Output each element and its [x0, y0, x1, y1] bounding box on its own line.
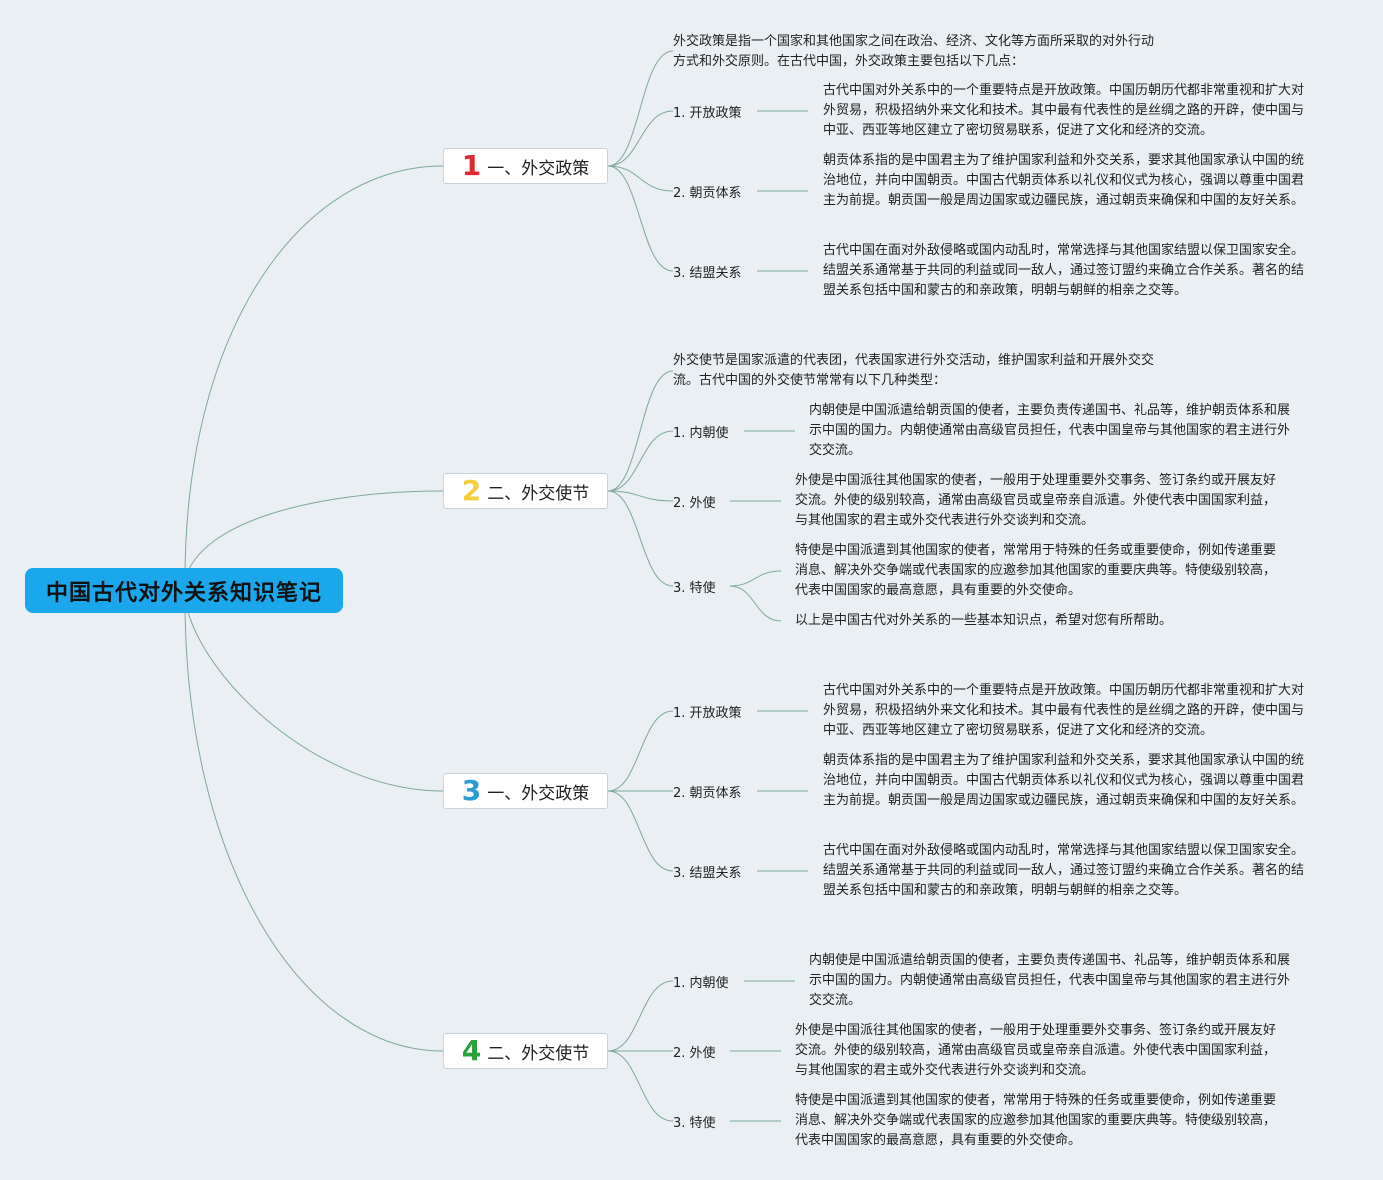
topic-3-item-3-text[interactable]: 古代中国在面对外敌侵略或国内动乱时，常常选择与其他国家结盟以保卫国家安全。结盟关…: [823, 843, 1305, 898]
topic-4-item-3-text[interactable]: 特使是中国派遣到其他国家的使者，常常用于特殊的任务或重要使命，例如传递重要消息、…: [795, 1093, 1277, 1148]
topic-1-intro[interactable]: 外交政策是指一个国家和其他国家之间在政治、经济、文化等方面所采取的对外行动方式和…: [673, 34, 1155, 69]
topic-number-badge: 3: [461, 774, 482, 807]
topic-4-item-1-label[interactable]: 1. 内朝使: [673, 976, 729, 991]
topic-title: 二、外交使节: [487, 1043, 590, 1064]
topic-2-intro[interactable]: 外交使节是国家派遣的代表团，代表国家进行外交活动，维护国家利益和开展外交交流。古…: [673, 353, 1155, 388]
topic-node-1[interactable]: 1 一、外交政策: [443, 148, 608, 184]
topic-3-item-2-text[interactable]: 朝贡体系指的是中国君主为了维护国家利益和外交关系，要求其他国家承认中国的统治地位…: [823, 753, 1305, 808]
topic-2-item-1-text[interactable]: 内朝使是中国派遣给朝贡国的使者，主要负责传递国书、礼品等，维护朝贡体系和展示中国…: [809, 403, 1291, 458]
topic-2-closing-note[interactable]: 以上是中国古代对外关系的一些基本知识点，希望对您有所帮助。: [795, 613, 1173, 628]
topic-title: 一、外交政策: [487, 783, 590, 804]
topic-1-item-2-label[interactable]: 2. 朝贡体系: [673, 186, 742, 201]
connector-t4-i3: [607, 1050, 674, 1122]
topic-number-badge: 2: [461, 474, 482, 507]
topic-2-item-3-text[interactable]: 特使是中国派遣到其他国家的使者，常常用于特殊的任务或重要使命，例如传递重要消息、…: [795, 543, 1277, 598]
topic-3-item-3-label[interactable]: 3. 结盟关系: [673, 866, 742, 881]
topic-2-item-3-label[interactable]: 3. 特使: [673, 581, 716, 596]
topic-1-item-2-text[interactable]: 朝贡体系指的是中国君主为了维护国家利益和外交关系，要求其他国家承认中国的统治地位…: [823, 153, 1305, 208]
topic-number-badge: 1: [461, 149, 482, 182]
topic-1-item-3-label[interactable]: 3. 结盟关系: [673, 266, 742, 281]
connector-t1-i1: [607, 110, 674, 167]
topic-4-item-1-text[interactable]: 内朝使是中国派遣给朝贡国的使者，主要负责传递国书、礼品等，维护朝贡体系和展示中国…: [809, 953, 1291, 1008]
topic-1-item-3-text[interactable]: 古代中国在面对外敌侵略或国内动乱时，常常选择与其他国家结盟以保卫国家安全。结盟关…: [823, 243, 1305, 298]
topic-2-item-1-label[interactable]: 1. 内朝使: [673, 426, 729, 441]
topic-2-item-2-text[interactable]: 外使是中国派往其他国家的使者，一般用于处理重要外交事务、签订条约或开展友好交流。…: [795, 473, 1277, 528]
connector-t1-i3: [607, 165, 674, 272]
connector-t3-i1: [607, 710, 674, 792]
topic-node-4[interactable]: 4 二、外交使节: [443, 1033, 608, 1069]
root-node[interactable]: 中国古代对外关系知识笔记: [25, 568, 343, 613]
topic-number-badge: 4: [461, 1034, 482, 1067]
topic-title: 一、外交政策: [487, 158, 590, 179]
connector-root-topic-4: [184, 599, 444, 1052]
topic-3-item-2-label[interactable]: 2. 朝贡体系: [673, 786, 742, 801]
connector-root-topic-3: [184, 599, 444, 792]
connector-t2-i2: [607, 490, 674, 502]
topic-4-item-3-label[interactable]: 3. 特使: [673, 1116, 716, 1131]
topic-node-2[interactable]: 2 二、外交使节: [443, 473, 608, 509]
connector-t2-intro: [607, 370, 674, 492]
connector-t3-i3: [607, 790, 674, 872]
topic-2-item-2-label[interactable]: 2. 外使: [673, 496, 716, 511]
connector-root-topic-1: [184, 165, 444, 581]
topic-3-item-1-label[interactable]: 1. 开放政策: [673, 706, 742, 721]
topic-4-item-2-text[interactable]: 外使是中国派往其他国家的使者，一般用于处理重要外交事务、签订条约或开展友好交流。…: [795, 1023, 1277, 1078]
connector-root-topic-2: [184, 490, 444, 581]
connector-t1-i2: [607, 165, 674, 192]
topic-4-item-2-label[interactable]: 2. 外使: [673, 1046, 716, 1061]
connector-t4-i1: [607, 980, 674, 1052]
topic-node-3[interactable]: 3 一、外交政策: [443, 773, 608, 809]
topic-3-item-1-text[interactable]: 古代中国对外关系中的一个重要特点是开放政策。中国历朝历代都非常重视和扩大对外贸易…: [823, 683, 1305, 738]
connector-t2-i3: [607, 490, 674, 587]
topic-1-item-1-label[interactable]: 1. 开放政策: [673, 106, 742, 121]
topic-1-item-1-text[interactable]: 古代中国对外关系中的一个重要特点是开放政策。中国历朝历代都非常重视和扩大对外贸易…: [823, 83, 1305, 138]
connector-t2-i1: [607, 430, 674, 492]
topic-title: 二、外交使节: [487, 483, 590, 504]
connector-t1-intro: [607, 50, 674, 167]
